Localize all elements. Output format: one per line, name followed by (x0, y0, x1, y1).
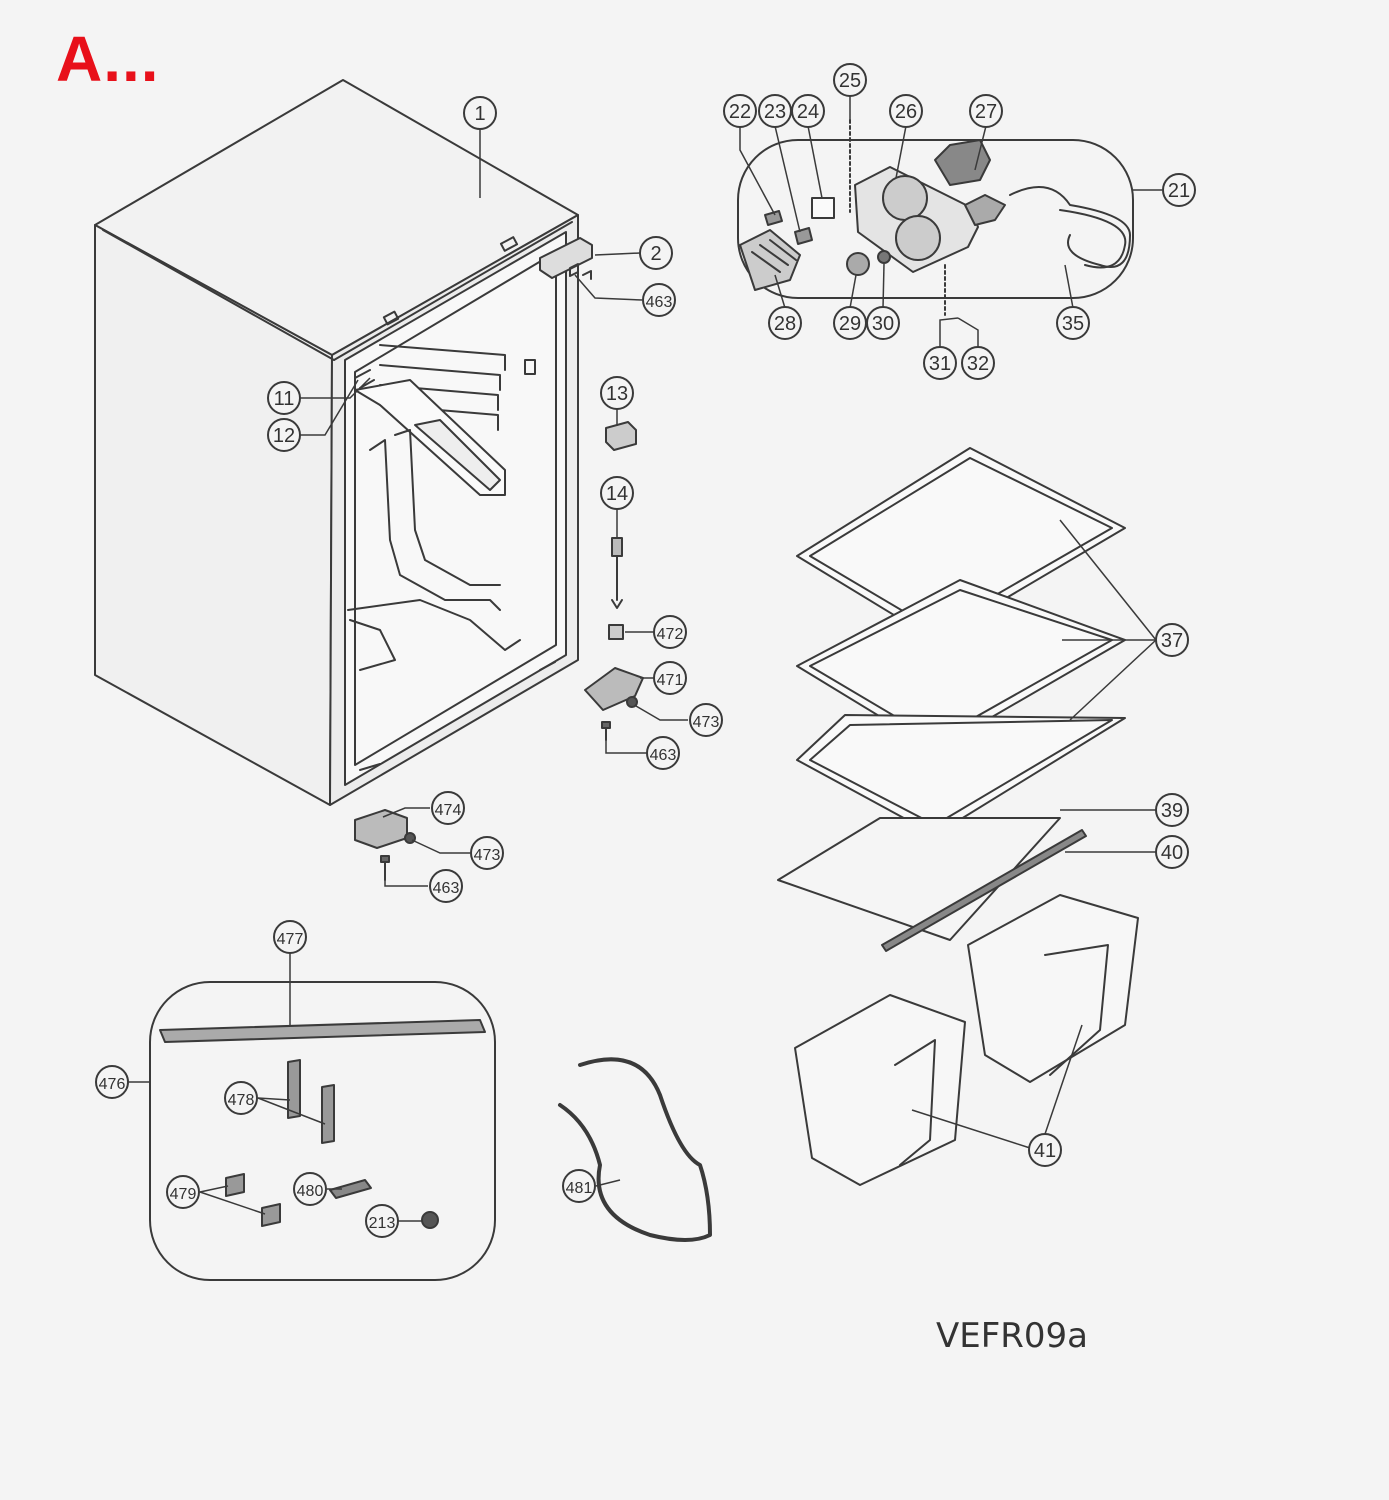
callout-471: 471 (653, 661, 687, 695)
cabinet (94, 79, 579, 806)
callout-463: 463 (646, 736, 680, 770)
callout-23: 23 (758, 94, 792, 128)
callout-label: 473 (693, 714, 720, 731)
callout-14: 14 (600, 476, 634, 510)
callout-label: 11 (274, 388, 295, 410)
callout-37: 37 (1155, 623, 1189, 657)
callout-463: 463 (642, 283, 676, 317)
callout-label: 22 (729, 101, 751, 123)
callout-label: 35 (1062, 313, 1084, 335)
door-parts-group (149, 981, 496, 1281)
callout-label: 1 (474, 103, 485, 125)
switch-13 (605, 421, 637, 451)
callout-label: 14 (606, 483, 628, 505)
callout-12: 12 (267, 418, 301, 452)
callout-463: 463 (429, 869, 463, 903)
callout-32: 32 (961, 346, 995, 380)
callout-label: 28 (774, 313, 796, 335)
callout-30: 30 (866, 306, 900, 340)
callout-label: 13 (606, 383, 628, 405)
callout-label: 25 (839, 70, 861, 92)
pin-14 (611, 537, 623, 609)
crisper-cover-39 (777, 817, 1061, 941)
callout-2: 2 (639, 236, 673, 270)
callout-label: 213 (369, 1215, 396, 1232)
callout-label: 29 (839, 313, 861, 335)
crisper-bins (794, 894, 1139, 1186)
callout-477: 477 (273, 920, 307, 954)
callout-35: 35 (1056, 306, 1090, 340)
model-code-label: VEFR09a (936, 1316, 1089, 1356)
callout-label: 478 (228, 1092, 255, 1109)
callout-1: 1 (463, 96, 497, 130)
callout-label: 41 (1034, 1140, 1056, 1162)
callout-label: 477 (277, 931, 304, 948)
callout-41: 41 (1028, 1133, 1062, 1167)
callout-13: 13 (600, 376, 634, 410)
gasket-481 (558, 1057, 712, 1242)
callout-label: 31 (929, 353, 951, 375)
callout-22: 22 (723, 94, 757, 128)
bottom-hinge-471 (584, 667, 644, 711)
callout-472: 472 (653, 615, 687, 649)
callout-31: 31 (923, 346, 957, 380)
callout-label: 481 (566, 1180, 593, 1197)
callout-label: 21 (1168, 180, 1190, 202)
callout-label: 37 (1161, 630, 1183, 652)
callout-label: 30 (872, 313, 894, 335)
callout-label: 23 (764, 101, 786, 123)
callout-213: 213 (365, 1204, 399, 1238)
callout-label: 471 (657, 672, 684, 689)
callout-label: 39 (1161, 800, 1183, 822)
callout-label: 24 (797, 101, 819, 123)
callout-27: 27 (969, 94, 1003, 128)
trim-strip-40 (881, 829, 1087, 952)
callout-28: 28 (768, 306, 802, 340)
callout-label: 473 (474, 847, 501, 864)
diagram-title: A... (56, 23, 160, 95)
callout-label: 474 (435, 802, 462, 819)
callout-473: 473 (470, 836, 504, 870)
callout-label: 12 (273, 425, 295, 447)
control-group (737, 119, 1134, 316)
callout-29: 29 (833, 306, 867, 340)
callout-40: 40 (1155, 835, 1189, 869)
callout-39: 39 (1155, 793, 1189, 827)
callout-label: 27 (975, 101, 997, 123)
callout-label: 2 (650, 243, 661, 265)
callout-26: 26 (889, 94, 923, 128)
callout-25: 25 (833, 63, 867, 97)
callout-24: 24 (791, 94, 825, 128)
callout-label: 480 (297, 1183, 324, 1200)
foot-bracket-474 (354, 809, 408, 849)
callout-label: 26 (895, 101, 917, 123)
callout-label: 476 (99, 1076, 126, 1093)
callout-label: 32 (967, 353, 989, 375)
callout-480: 480 (293, 1172, 327, 1206)
callout-478: 478 (224, 1081, 258, 1115)
callout-476: 476 (95, 1065, 129, 1099)
callout-473: 473 (689, 703, 723, 737)
callout-479: 479 (166, 1175, 200, 1209)
top-hinge (539, 237, 593, 280)
callout-label: 463 (433, 880, 460, 897)
callout-label: 472 (657, 626, 684, 643)
callout-label: 463 (646, 294, 673, 311)
bushing-472 (608, 624, 624, 640)
glass-shelves (796, 447, 1126, 836)
callout-label: 479 (170, 1186, 197, 1203)
callout-481: 481 (562, 1169, 596, 1203)
callout-label: 463 (650, 747, 677, 764)
callout-11: 11 (267, 381, 301, 415)
callout-21: 21 (1162, 173, 1196, 207)
callout-474: 474 (431, 791, 465, 825)
callout-label: 40 (1161, 842, 1183, 864)
